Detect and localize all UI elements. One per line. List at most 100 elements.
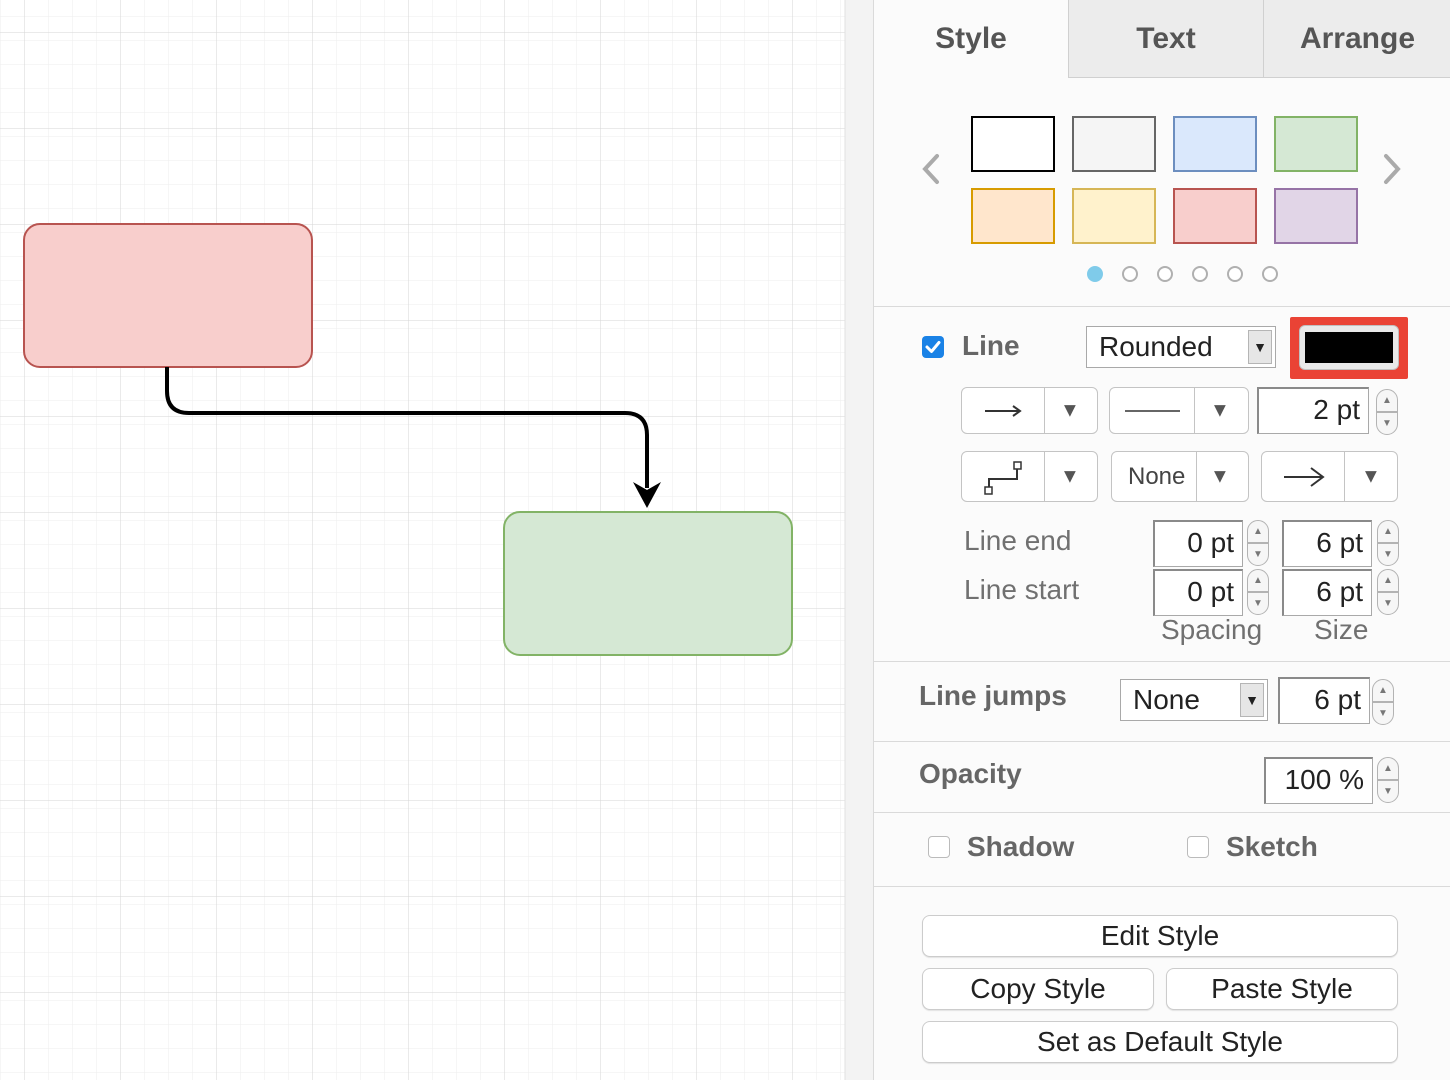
- divider: [874, 741, 1450, 742]
- line-start-spacing-input[interactable]: 0 pt: [1153, 569, 1243, 616]
- line-end-spacing-input[interactable]: 0 pt: [1153, 520, 1243, 567]
- spacing-caption: Spacing: [1161, 614, 1263, 645]
- tab-text[interactable]: Text: [1068, 0, 1263, 78]
- caret-down-icon: ▼: [1361, 465, 1381, 487]
- shadow-label: Shadow: [967, 831, 1075, 862]
- opacity-input[interactable]: 100 %: [1264, 757, 1373, 804]
- edit-style-button[interactable]: Edit Style: [922, 915, 1398, 957]
- orthogonal-connector-icon: [984, 461, 1022, 495]
- stepper-up-icon[interactable]: ▲: [1377, 569, 1399, 592]
- size-caption: Size: [1314, 614, 1369, 645]
- palette-page-dot[interactable]: [1227, 266, 1243, 282]
- style-swatch[interactable]: [971, 188, 1055, 244]
- palette-page-dot[interactable]: [1087, 266, 1103, 282]
- stepper-up-icon[interactable]: ▲: [1372, 679, 1394, 702]
- red-rounded-rectangle[interactable]: [23, 223, 313, 368]
- line-checkbox[interactable]: [922, 336, 944, 358]
- waypoints-button[interactable]: ▼: [961, 451, 1098, 502]
- stepper-down-icon[interactable]: ▼: [1377, 543, 1399, 566]
- stepper-up-icon[interactable]: ▲: [1377, 757, 1399, 780]
- palette-page-dot[interactable]: [1192, 266, 1208, 282]
- solid-line-icon: [1125, 410, 1180, 412]
- caret-down-icon: ▼: [1210, 399, 1230, 421]
- sketch-label: Sketch: [1226, 831, 1318, 862]
- line-style-select[interactable]: Rounded ▼: [1086, 326, 1276, 368]
- line-start-marker-value: None: [1128, 462, 1186, 490]
- line-end-spacing-stepper[interactable]: ▲ ▼: [1247, 520, 1269, 566]
- palette-page-dot[interactable]: [1262, 266, 1278, 282]
- line-end-size-input[interactable]: 6 pt: [1282, 520, 1372, 567]
- palette-page-dot[interactable]: [1122, 266, 1138, 282]
- style-swatch[interactable]: [1173, 116, 1257, 172]
- stepper-up-icon[interactable]: ▲: [1247, 520, 1269, 543]
- line-width-stepper[interactable]: ▲ ▼: [1376, 389, 1398, 435]
- tab-arrange[interactable]: Arrange: [1263, 0, 1450, 78]
- line-start-marker-button[interactable]: None ▼: [1111, 451, 1249, 502]
- copy-style-button[interactable]: Copy Style: [922, 968, 1154, 1010]
- style-swatch[interactable]: [1173, 188, 1257, 244]
- arrow-right-icon: [1284, 467, 1325, 487]
- style-swatch[interactable]: [1274, 116, 1358, 172]
- stepper-up-icon[interactable]: ▲: [1376, 389, 1398, 412]
- stepper-down-icon[interactable]: ▼: [1377, 592, 1399, 615]
- line-start-size-input[interactable]: 6 pt: [1282, 569, 1372, 616]
- paste-style-button[interactable]: Paste Style: [1166, 968, 1398, 1010]
- line-style-value: Rounded: [1099, 331, 1213, 362]
- connector-edge[interactable]: [165, 367, 649, 488]
- style-swatch[interactable]: [1072, 188, 1156, 244]
- caret-down-icon: ▼: [1060, 399, 1080, 421]
- line-jumps-label: Line jumps: [919, 680, 1067, 711]
- caret-down-icon: ▼: [1240, 683, 1264, 717]
- line-end-size-stepper[interactable]: ▲ ▼: [1377, 520, 1399, 566]
- stepper-down-icon[interactable]: ▼: [1247, 592, 1269, 615]
- stepper-down-icon[interactable]: ▼: [1376, 412, 1398, 435]
- arrowhead-icon: [633, 482, 661, 508]
- diagram-shapes: [23, 223, 793, 656]
- stepper-up-icon[interactable]: ▲: [1247, 569, 1269, 592]
- caret-down-icon: ▼: [1248, 330, 1272, 364]
- palette-page-dot[interactable]: [1157, 266, 1173, 282]
- line-width-input[interactable]: 2 pt: [1257, 387, 1369, 434]
- opacity-label: Opacity: [919, 758, 1022, 789]
- caret-down-icon: ▼: [1060, 465, 1080, 487]
- divider: [874, 661, 1450, 662]
- checkmark-icon: [925, 341, 941, 353]
- line-start-label: Line start: [964, 574, 1080, 605]
- line-start-size-stepper[interactable]: ▲ ▼: [1377, 569, 1399, 615]
- diagram-canvas[interactable]: [0, 0, 873, 1080]
- caret-down-icon: ▼: [1210, 465, 1230, 487]
- stepper-up-icon[interactable]: ▲: [1377, 520, 1399, 543]
- green-rounded-rectangle[interactable]: [503, 511, 793, 656]
- line-color-swatch: [1305, 332, 1393, 363]
- line-jumps-value: None: [1133, 684, 1200, 715]
- chevron-right-icon[interactable]: [1381, 152, 1403, 193]
- divider: [874, 812, 1450, 813]
- line-start-spacing-stepper[interactable]: ▲ ▼: [1247, 569, 1269, 615]
- line-jumps-size-stepper[interactable]: ▲ ▼: [1372, 679, 1394, 725]
- divider: [874, 886, 1450, 887]
- shadow-checkbox[interactable]: [928, 836, 950, 858]
- opacity-stepper[interactable]: ▲ ▼: [1377, 757, 1399, 803]
- line-jumps-select[interactable]: None ▼: [1120, 679, 1268, 721]
- line-jumps-size-input[interactable]: 6 pt: [1278, 677, 1370, 724]
- line-end-marker-button[interactable]: ▼: [1261, 451, 1398, 502]
- set-default-style-button[interactable]: Set as Default Style: [922, 1021, 1398, 1063]
- style-swatch[interactable]: [1274, 188, 1358, 244]
- stepper-down-icon[interactable]: ▼: [1247, 543, 1269, 566]
- line-label: Line: [962, 330, 1020, 361]
- style-swatch[interactable]: [1072, 116, 1156, 172]
- line-color-button[interactable]: [1299, 325, 1399, 370]
- tab-style[interactable]: Style: [874, 0, 1068, 78]
- style-swatch[interactable]: [971, 116, 1055, 172]
- line-pattern-button[interactable]: ▼: [1109, 387, 1249, 434]
- chevron-left-icon[interactable]: [920, 152, 942, 193]
- format-panel: Style Text Arrange Line Rounded ▼ ▼ ▼ 2 …: [873, 0, 1450, 1080]
- format-tabs: Style Text Arrange: [874, 0, 1450, 78]
- stepper-down-icon[interactable]: ▼: [1377, 780, 1399, 803]
- sketch-checkbox[interactable]: [1187, 836, 1209, 858]
- stepper-down-icon[interactable]: ▼: [1372, 702, 1394, 725]
- divider: [874, 306, 1450, 307]
- straight-arrow-icon: [985, 405, 1022, 417]
- edge-style-button[interactable]: ▼: [961, 387, 1098, 434]
- line-end-label: Line end: [964, 525, 1072, 556]
